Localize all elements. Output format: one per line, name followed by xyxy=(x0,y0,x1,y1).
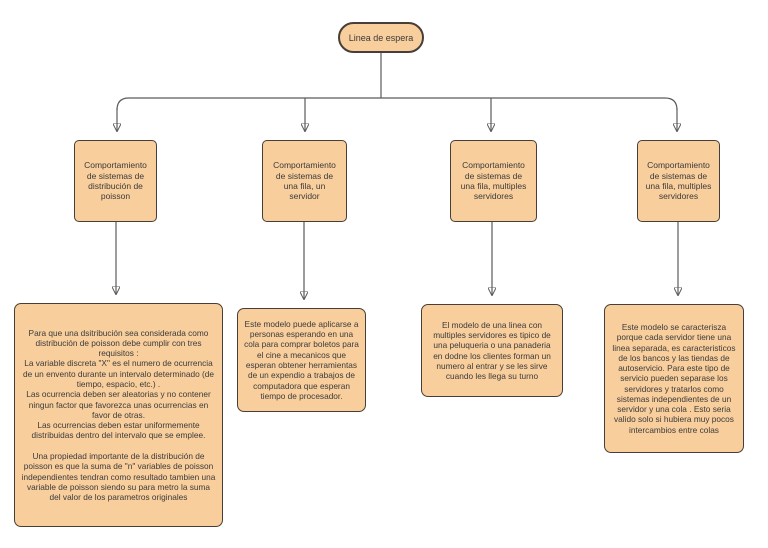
detail-text: Este modelo puede aplicarse a personas e… xyxy=(244,318,359,401)
detail-text: El modelo de una linea con multiples ser… xyxy=(433,319,551,382)
detail-node-una-fila-multiples-servidores[interactable]: El modelo de una linea con multiples ser… xyxy=(421,304,563,397)
detail-text: Este modelo se caracterisza porque cada … xyxy=(612,321,736,435)
detail-text: Para que una dsitribución sea considerad… xyxy=(21,327,216,503)
node-multiples-filas-multiples-servidores[interactable]: Comportamiento de sistemas de una fila, … xyxy=(637,140,720,222)
detail-node-multiples-filas-multiples-servidores[interactable]: Este modelo se caracterisza porque cada … xyxy=(604,304,744,453)
detail-node-una-fila-un-servidor[interactable]: Este modelo puede aplicarse a personas e… xyxy=(237,308,366,412)
node-label: Linea de espera xyxy=(348,32,414,43)
detail-node-poisson-requisitos[interactable]: Para que una dsitribución sea considerad… xyxy=(14,303,223,527)
node-distribucion-poisson[interactable]: Comportamiento de sistemas de distribuci… xyxy=(74,140,157,222)
node-una-fila-multiples-servidores[interactable]: Comportamiento de sistemas de una fila, … xyxy=(450,140,537,222)
node-label: Comportamiento de sistemas de distribuci… xyxy=(84,160,147,202)
node-label: Comportamiento de sistemas de una fila, … xyxy=(460,160,527,202)
node-linea-de-espera[interactable]: Linea de espera xyxy=(338,22,424,53)
node-una-fila-un-servidor[interactable]: Comportamiento de sistemas de una fila, … xyxy=(262,140,347,222)
connector-trunk xyxy=(116,97,678,111)
node-label: Comportamiento de sistemas de una fila, … xyxy=(273,160,336,202)
node-label: Comportamiento de sistemas de una fila, … xyxy=(645,160,712,202)
